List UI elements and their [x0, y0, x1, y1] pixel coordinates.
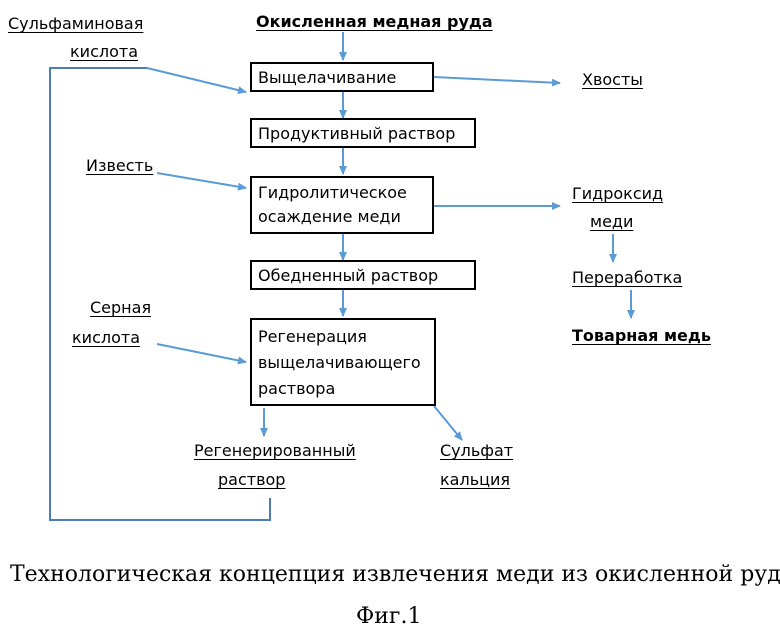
step-regeneration-line1: Регенерация [252, 320, 434, 350]
output-calcium-sulfate-line2: кальция [440, 470, 510, 490]
step-depleted-solution-label: Обедненный раствор [252, 262, 474, 288]
step-hydrolytic-line1: Гидролитическое [252, 178, 432, 205]
step-productive-solution: Продуктивный раствор [250, 118, 476, 148]
arrow-sulfamic-leaching [147, 68, 246, 92]
input-sulfuric-acid-line2: кислота [72, 328, 140, 348]
step-depleted-solution: Обедненный раствор [250, 260, 476, 290]
output-hydroxide-line2: меди [590, 212, 633, 232]
output-regenerated-line2: раствор [218, 470, 285, 490]
figure-number: Фиг.1 [356, 604, 421, 629]
input-sulfamic-acid-line1: Сульфаминовая [8, 14, 143, 34]
step-hydrolytic-precipitation: Гидролитическое осаждение меди [250, 176, 434, 234]
output-regenerated-line1: Регенерированный [194, 441, 356, 461]
input-sulfuric-acid-line1: Серная [90, 298, 151, 318]
output-processing: Переработка [572, 268, 682, 288]
arrow-regeneration-sulfate [434, 406, 462, 440]
step-regeneration: Регенерация выщелачивающего раствора [250, 318, 436, 406]
step-leaching-label: Выщелачивание [252, 64, 432, 90]
output-calcium-sulfate-line1: Сульфат [440, 441, 513, 461]
step-productive-solution-label: Продуктивный раствор [252, 120, 474, 146]
input-ore: Окисленная медная руда [256, 12, 493, 32]
input-sulfamic-acid-line2: кислота [70, 42, 138, 62]
output-hydroxide-line1: Гидроксид [572, 184, 663, 204]
output-commercial-copper: Товарная медь [572, 326, 711, 346]
step-hydrolytic-line2: осаждение меди [252, 205, 432, 229]
output-tailings: Хвосты [582, 70, 643, 90]
figure-title: Технологическая концепция извлечения мед… [10, 562, 780, 587]
step-leaching: Выщелачивание [250, 62, 434, 92]
step-regeneration-line2: выщелачивающего [252, 350, 434, 376]
step-regeneration-line3: раствора [252, 376, 434, 402]
arrow-sulfuric-regeneration [157, 344, 246, 362]
input-lime: Известь [86, 156, 153, 176]
arrow-leaching-tailings [434, 77, 560, 83]
arrow-lime-hydrolytic [157, 173, 246, 188]
